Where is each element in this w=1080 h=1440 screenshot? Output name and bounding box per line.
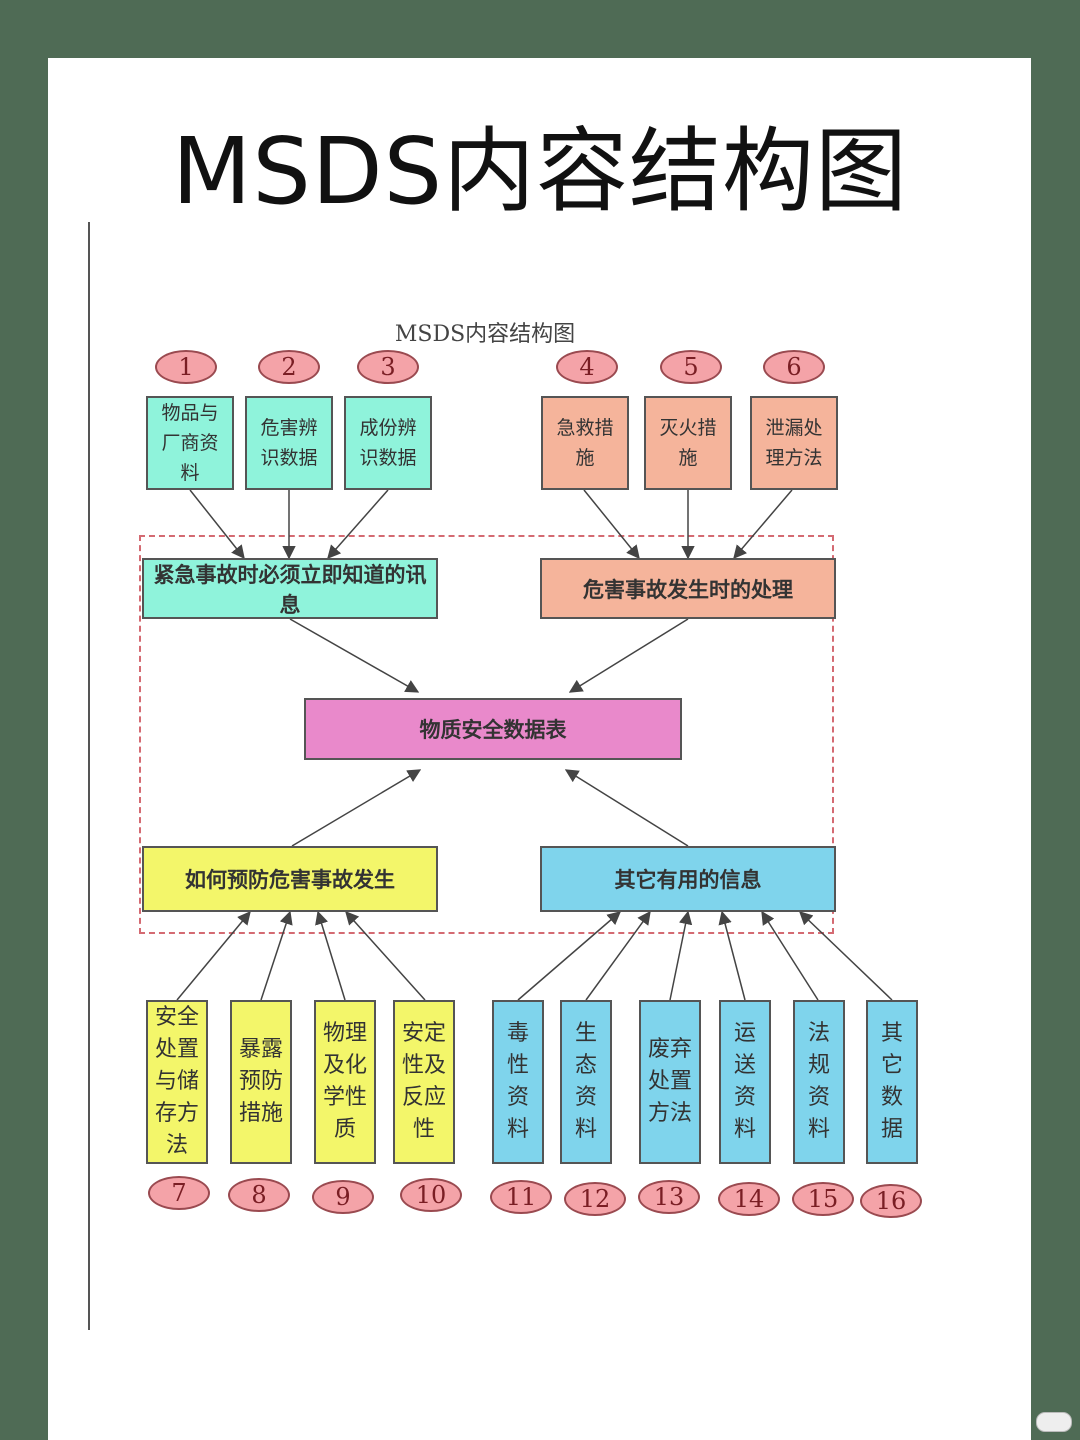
arrow-8	[260, 910, 293, 1001]
page-title: MSDS内容结构图	[171, 118, 909, 225]
badge-8: 8	[228, 1178, 290, 1212]
item-box-15: 法规资料	[793, 1000, 845, 1164]
arrow-7	[176, 910, 251, 1001]
badge-16: 16	[860, 1184, 922, 1218]
arrow-10	[345, 910, 426, 1001]
arrow-other-to-sds	[564, 769, 689, 847]
arrow-9	[315, 910, 346, 1001]
arrow-15	[761, 910, 819, 1001]
item-box-16: 其它数据	[866, 1000, 918, 1164]
group-prevention: 如何预防危害事故发生	[142, 846, 438, 912]
item-label-14: 运送资料	[733, 1021, 756, 1142]
arrow-hazard-to-sds	[568, 618, 689, 693]
badge-11: 11	[490, 1180, 552, 1214]
badge-1: 1	[155, 350, 217, 384]
item-label-1: 物品与厂商资料	[161, 402, 219, 484]
group-emergency-info: 紧急事故时必须立即知道的讯息	[142, 558, 438, 619]
badge-3: 3	[357, 350, 419, 384]
badge-4: 4	[556, 350, 618, 384]
item-box-7: 安全处置与储存方法	[146, 1000, 208, 1164]
item-box-8: 暴露预防措施	[230, 1000, 292, 1164]
badge-6: 6	[763, 350, 825, 384]
left-rule	[88, 222, 90, 1330]
badge-5: 5	[660, 350, 722, 384]
item-label-10: 安定性及反应性	[401, 1021, 446, 1142]
item-box-10: 安定性及反应性	[393, 1000, 455, 1164]
arrow-11	[517, 911, 622, 1001]
item-box-2: 危害辨识数据	[245, 396, 333, 490]
item-label-9: 物理及化学性质	[322, 1021, 367, 1142]
item-label-13: 废弃处置方法	[647, 1037, 692, 1126]
item-box-13: 废弃处置方法	[639, 1000, 701, 1164]
diagram-title: MSDS内容结构图	[394, 322, 576, 347]
item-label-3: 成份辨识数据	[359, 417, 417, 469]
arrow-4	[583, 489, 640, 560]
arrow-12	[585, 910, 651, 1001]
item-box-11: 毒性资料	[492, 1000, 544, 1164]
badge-13: 13	[638, 1180, 700, 1214]
item-label-11: 毒性资料	[506, 1021, 529, 1142]
arrow-1	[189, 489, 245, 560]
item-label-4: 急救措施	[556, 417, 614, 469]
arrow-3	[327, 489, 389, 560]
watermark-badge	[1036, 1412, 1072, 1432]
item-label-16: 其它数据	[880, 1021, 903, 1142]
item-box-12: 生态资料	[560, 1000, 612, 1164]
arrow-6	[733, 489, 793, 560]
item-label-5: 灭火措施	[659, 417, 717, 469]
badge-12: 12	[564, 1182, 626, 1216]
group-sds: 物质安全数据表	[304, 698, 682, 760]
arrow-14	[718, 910, 746, 1001]
item-label-6: 泄漏处理方法	[765, 417, 823, 469]
group-other-info: 其它有用的信息	[540, 846, 836, 912]
arrow-prevention-to-sds	[291, 769, 422, 847]
item-box-14: 运送资料	[719, 1000, 771, 1164]
badge-7: 7	[148, 1176, 210, 1210]
badge-9: 9	[312, 1180, 374, 1214]
item-label-12: 生态资料	[574, 1021, 597, 1142]
item-box-5: 灭火措施	[644, 396, 732, 490]
badge-14: 14	[718, 1182, 780, 1216]
group-hazard-handling: 危害事故发生时的处理	[540, 558, 836, 619]
item-box-9: 物理及化学性质	[314, 1000, 376, 1164]
dashed-frame	[139, 535, 834, 934]
item-label-8: 暴露预防措施	[238, 1037, 283, 1126]
arrow-13	[669, 910, 693, 1001]
item-label-2: 危害辨识数据	[260, 417, 318, 469]
item-box-4: 急救措施	[541, 396, 629, 490]
item-label-7: 安全处置与储存方法	[154, 1005, 199, 1158]
badge-15: 15	[792, 1182, 854, 1216]
item-box-6: 泄漏处理方法	[750, 396, 838, 490]
badge-2: 2	[258, 350, 320, 384]
item-box-1: 物品与厂商资料	[146, 396, 234, 490]
item-label-15: 法规资料	[807, 1021, 830, 1142]
arrow-emergency-to-sds	[289, 618, 420, 693]
item-box-3: 成份辨识数据	[344, 396, 432, 490]
arrow-16	[799, 911, 893, 1001]
badge-10: 10	[400, 1178, 462, 1212]
